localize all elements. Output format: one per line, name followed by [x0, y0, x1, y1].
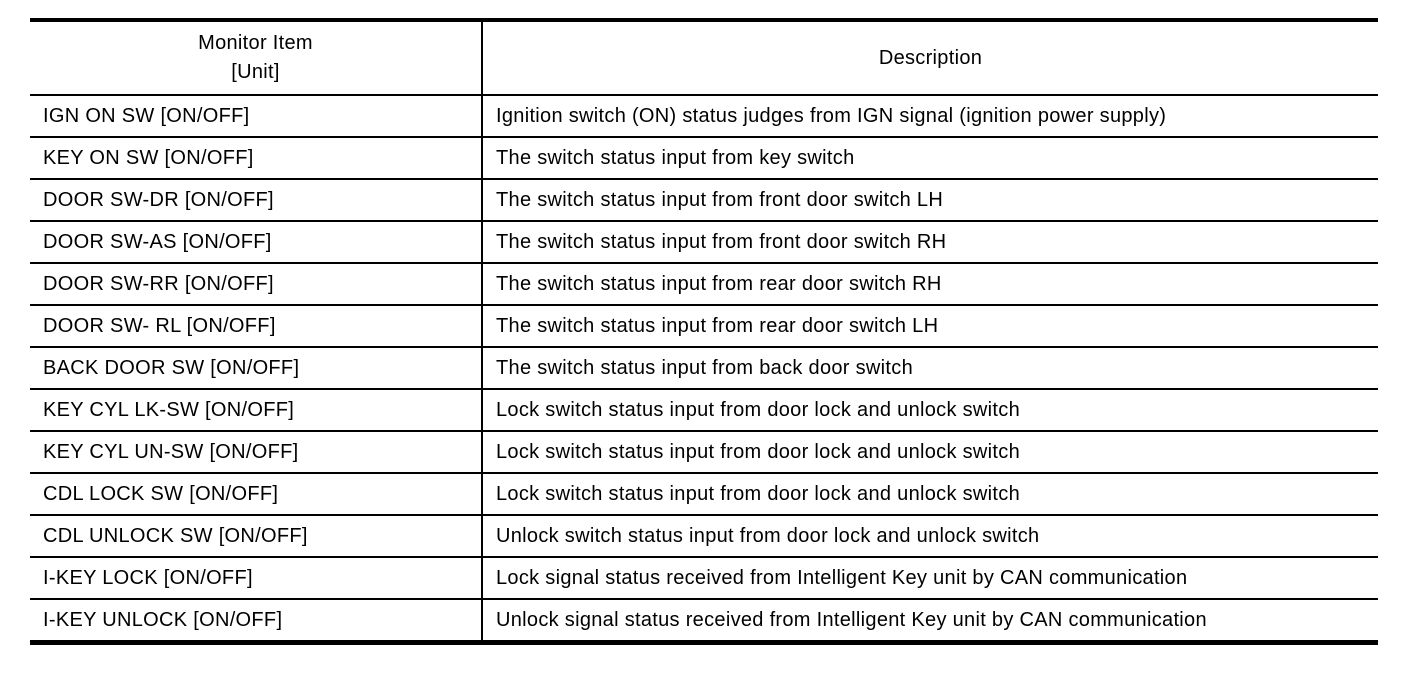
- description-cell: Lock switch status input from door lock …: [482, 431, 1378, 474]
- monitor-item-cell: KEY CYL LK-SW [ON/OFF]: [30, 389, 483, 432]
- description-cell: Unlock signal status received from Intel…: [496, 608, 1207, 631]
- description-cell: The switch status input from key switch: [482, 137, 1378, 180]
- description-cell: The switch status input from back door s…: [482, 347, 1378, 390]
- description-cell: The switch status input from front door …: [482, 221, 1378, 264]
- table-row: BACK DOOR SW [ON/OFF] The switch status …: [30, 347, 1378, 390]
- description-cell: Unlock switch status input from door loc…: [482, 515, 1378, 558]
- monitor-item-cell: CDL UNLOCK SW [ON/OFF]: [30, 515, 483, 558]
- table-header: Monitor Item [Unit] Description: [30, 20, 1378, 96]
- monitor-item-cell: BACK DOOR SW [ON/OFF]: [30, 347, 483, 390]
- monitor-item-cell: KEY ON SW [ON/OFF]: [30, 137, 483, 180]
- table-row: I-KEY UNLOCK [ON/OFF] Unlock signal stat…: [30, 599, 1378, 643]
- description-cell: The switch status input from rear door s…: [482, 263, 1378, 306]
- monitor-item-cell: DOOR SW- RL [ON/OFF]: [30, 305, 483, 348]
- table-row: DOOR SW-AS [ON/OFF] The switch status in…: [30, 221, 1378, 264]
- table-row: DOOR SW- RL [ON/OFF] The switch status i…: [30, 305, 1378, 348]
- table-row: DOOR SW-RR [ON/OFF] The switch status in…: [30, 263, 1378, 306]
- monitor-item-header-line2: [Unit]: [231, 61, 280, 83]
- table-row: KEY ON SW [ON/OFF] The switch status inp…: [30, 137, 1378, 180]
- monitor-item-cell: DOOR SW-AS [ON/OFF]: [30, 221, 483, 264]
- description-cell: Lock signal status received from Intelli…: [482, 557, 1378, 600]
- description-header: Description: [482, 20, 1378, 96]
- table-row: KEY CYL LK-SW [ON/OFF] Lock switch statu…: [30, 389, 1378, 432]
- description-cell: The switch status input from front door …: [482, 179, 1378, 222]
- table-row: CDL UNLOCK SW [ON/OFF] Unlock switch sta…: [30, 515, 1378, 558]
- description-cell: Lock switch status input from door lock …: [482, 473, 1378, 516]
- table-header-row: Monitor Item [Unit] Description: [30, 20, 1378, 96]
- monitor-item-table: Monitor Item [Unit] Description IGN ON S…: [30, 18, 1378, 645]
- table-row: IGN ON SW [ON/OFF] Ignition switch (ON) …: [30, 95, 1378, 138]
- table-row: DOOR SW-DR [ON/OFF] The switch status in…: [30, 179, 1378, 222]
- monitor-item-cell: CDL LOCK SW [ON/OFF]: [30, 473, 483, 516]
- monitor-item-cell: I-KEY UNLOCK [ON/OFF]: [30, 599, 483, 643]
- monitor-item-cell: DOOR SW-DR [ON/OFF]: [30, 179, 483, 222]
- monitor-item-cell: DOOR SW-RR [ON/OFF]: [30, 263, 483, 306]
- monitor-item-cell: KEY CYL UN-SW [ON/OFF]: [30, 431, 483, 474]
- description-cell: Lock switch status input from door lock …: [482, 389, 1378, 432]
- table-row: CDL LOCK SW [ON/OFF] Lock switch status …: [30, 473, 1378, 516]
- table-row: I-KEY LOCK [ON/OFF] Lock signal status r…: [30, 557, 1378, 600]
- table-row: KEY CYL UN-SW [ON/OFF] Lock switch statu…: [30, 431, 1378, 474]
- table-body: IGN ON SW [ON/OFF] Ignition switch (ON) …: [30, 95, 1378, 643]
- monitor-item-cell: I-KEY LOCK [ON/OFF]: [30, 557, 483, 600]
- description-cell: Ignition switch (ON) status judges from …: [482, 95, 1378, 138]
- description-cell: The switch status input from rear door s…: [482, 305, 1378, 348]
- monitor-item-cell: IGN ON SW [ON/OFF]: [30, 95, 483, 138]
- monitor-item-header: Monitor Item [Unit]: [30, 20, 483, 96]
- monitor-item-header-line1: Monitor Item: [198, 32, 313, 54]
